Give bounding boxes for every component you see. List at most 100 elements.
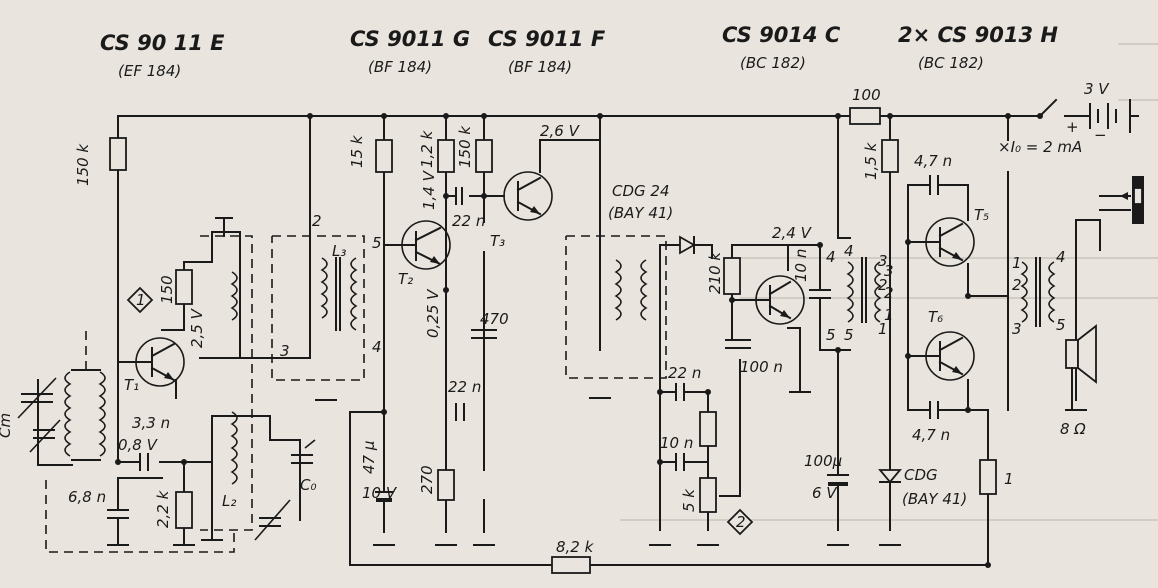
diode-cdg-bottom bbox=[878, 469, 902, 484]
label-cm: Cm bbox=[0, 413, 14, 438]
label-2-6v: 2,6 V bbox=[540, 122, 581, 140]
label-n3: 3 bbox=[280, 342, 290, 360]
transistor-t5 bbox=[907, 217, 975, 267]
label-10n-a: 10 n bbox=[792, 249, 810, 282]
heading-ef184: (EF 184) bbox=[118, 62, 181, 80]
label-out-3: 3 bbox=[1012, 320, 1022, 338]
transistors bbox=[117, 171, 975, 387]
heading-bf184-f: (BF 184) bbox=[508, 58, 572, 76]
label-5k: 5 k bbox=[680, 488, 698, 512]
label-plus: + bbox=[1066, 118, 1079, 136]
label-22n-right: 22 n bbox=[668, 364, 701, 382]
label-drv-2: 2 bbox=[878, 276, 888, 294]
heading-cs9011e: CS 90 11 E bbox=[100, 31, 225, 55]
label-bay41-bottom: (BAY 41) bbox=[902, 490, 967, 508]
resistor-1 bbox=[979, 459, 997, 495]
label-l2: L₂ bbox=[222, 492, 236, 510]
label-i0: ×I₀ = 2 mA bbox=[998, 138, 1082, 156]
label-t4-n5: 5 bbox=[826, 326, 836, 344]
label-out-1: 1 bbox=[1012, 254, 1022, 272]
grounds bbox=[107, 217, 1087, 546]
transistor-t3 bbox=[503, 171, 553, 221]
capacitors bbox=[17, 175, 939, 541]
headings: CS 90 11 E (EF 184) CS 9011 G (BF 184) C… bbox=[100, 23, 1058, 80]
label-6-8n: 6,8 n bbox=[68, 488, 106, 506]
test-point-2 bbox=[726, 508, 754, 536]
label-6v: 6 V bbox=[812, 484, 838, 502]
label-150k: 150 k bbox=[74, 143, 92, 186]
label-test-point-2: 2 bbox=[736, 513, 746, 531]
resistor-8-2k bbox=[551, 556, 591, 574]
label-cdg-bottom: CDG bbox=[904, 466, 938, 484]
label-drv-3: 3 bbox=[878, 252, 888, 270]
diodes bbox=[679, 235, 902, 484]
resistor-150k bbox=[109, 137, 127, 171]
label-0-8v: 0,8 V bbox=[118, 436, 159, 454]
label-t6: T₆ bbox=[928, 308, 943, 326]
label-4-7n-top: 4,7 n bbox=[914, 152, 952, 170]
label-d3: 3 bbox=[884, 262, 894, 280]
label-4-7n-bot: 4,7 n bbox=[912, 426, 950, 444]
transistor-t2 bbox=[383, 220, 451, 270]
label-t5: T₅ bbox=[974, 206, 989, 224]
label-210k: 210 k bbox=[706, 251, 724, 294]
headphone-jack bbox=[1099, 176, 1144, 224]
label-cdg24: CDG 24 bbox=[612, 182, 670, 200]
label-l3: L₃ bbox=[332, 242, 346, 260]
label-1-2k: 1,2 k bbox=[418, 129, 436, 168]
resistor-100 bbox=[849, 107, 881, 125]
label-2-5v: 2,5 V bbox=[188, 307, 206, 348]
transistor-t1 bbox=[117, 337, 185, 387]
label-22n-mid: 22 n bbox=[448, 378, 481, 396]
shields bbox=[45, 235, 667, 553]
label-n5: 5 bbox=[372, 234, 382, 252]
heading-cs9011g: CS 9011 G bbox=[350, 27, 470, 51]
label-100u: 100µ bbox=[804, 452, 842, 470]
label-n4: 4 bbox=[372, 338, 382, 356]
resistor-10n-series bbox=[699, 411, 717, 447]
label-t4-n4: 4 bbox=[826, 248, 836, 266]
label-100: 100 bbox=[852, 86, 881, 104]
label-10n-b: 10 n bbox=[660, 434, 693, 452]
resistor-210k bbox=[723, 257, 741, 295]
label-3-3n: 3,3 n bbox=[132, 414, 170, 432]
junctions bbox=[115, 113, 1011, 568]
label-470: 470 bbox=[480, 310, 509, 328]
label-10v: 10 V bbox=[362, 484, 398, 502]
resistor-1-2k bbox=[437, 139, 455, 173]
label-2-2k: 2,2 k bbox=[154, 489, 172, 528]
heading-bc182-c: (BC 182) bbox=[740, 54, 806, 72]
label-n2: 2 bbox=[312, 212, 322, 230]
speaker bbox=[1065, 324, 1097, 411]
label-15k: 15 k bbox=[348, 134, 366, 168]
label-8-2k: 8,2 k bbox=[556, 538, 595, 556]
label-d1: 1 bbox=[884, 306, 894, 324]
label-8-ohm: 8 Ω bbox=[1060, 420, 1086, 438]
label-0-25v: 0,25 V bbox=[424, 288, 442, 338]
label-r1: 1 bbox=[1004, 470, 1014, 488]
transistor-t6 bbox=[907, 331, 975, 381]
potentiometer-5k bbox=[699, 477, 717, 513]
label-bay41: (BAY 41) bbox=[608, 204, 673, 222]
label-out-2: 2 bbox=[1012, 276, 1022, 294]
heading-cs9014c: CS 9014 C bbox=[722, 23, 841, 47]
heading-bf184-g: (BF 184) bbox=[368, 58, 432, 76]
label-drv-4: 4 bbox=[844, 242, 854, 260]
label-2-4v: 2,4 V bbox=[772, 224, 813, 242]
label-minus: − bbox=[1094, 126, 1107, 144]
label-47u: 47 µ bbox=[360, 441, 378, 474]
label-t2: T₂ bbox=[398, 270, 413, 288]
heading-cs9013h: 2× CS 9013 H bbox=[898, 23, 1058, 47]
resistor-150 bbox=[175, 269, 193, 305]
label-270: 270 bbox=[418, 465, 436, 494]
label-150: 150 bbox=[158, 275, 176, 304]
label-1-4v: 1,4 V bbox=[420, 169, 438, 210]
component-labels: 150 k 15 k 1,2 k 150 k 2,6 V 100 3 V + −… bbox=[0, 80, 1110, 556]
label-d2: 2 bbox=[884, 284, 894, 302]
battery-3v bbox=[1037, 99, 1131, 133]
resistor-15k bbox=[375, 139, 393, 173]
resistors bbox=[109, 107, 997, 574]
label-150k-b: 150 k bbox=[456, 125, 474, 168]
